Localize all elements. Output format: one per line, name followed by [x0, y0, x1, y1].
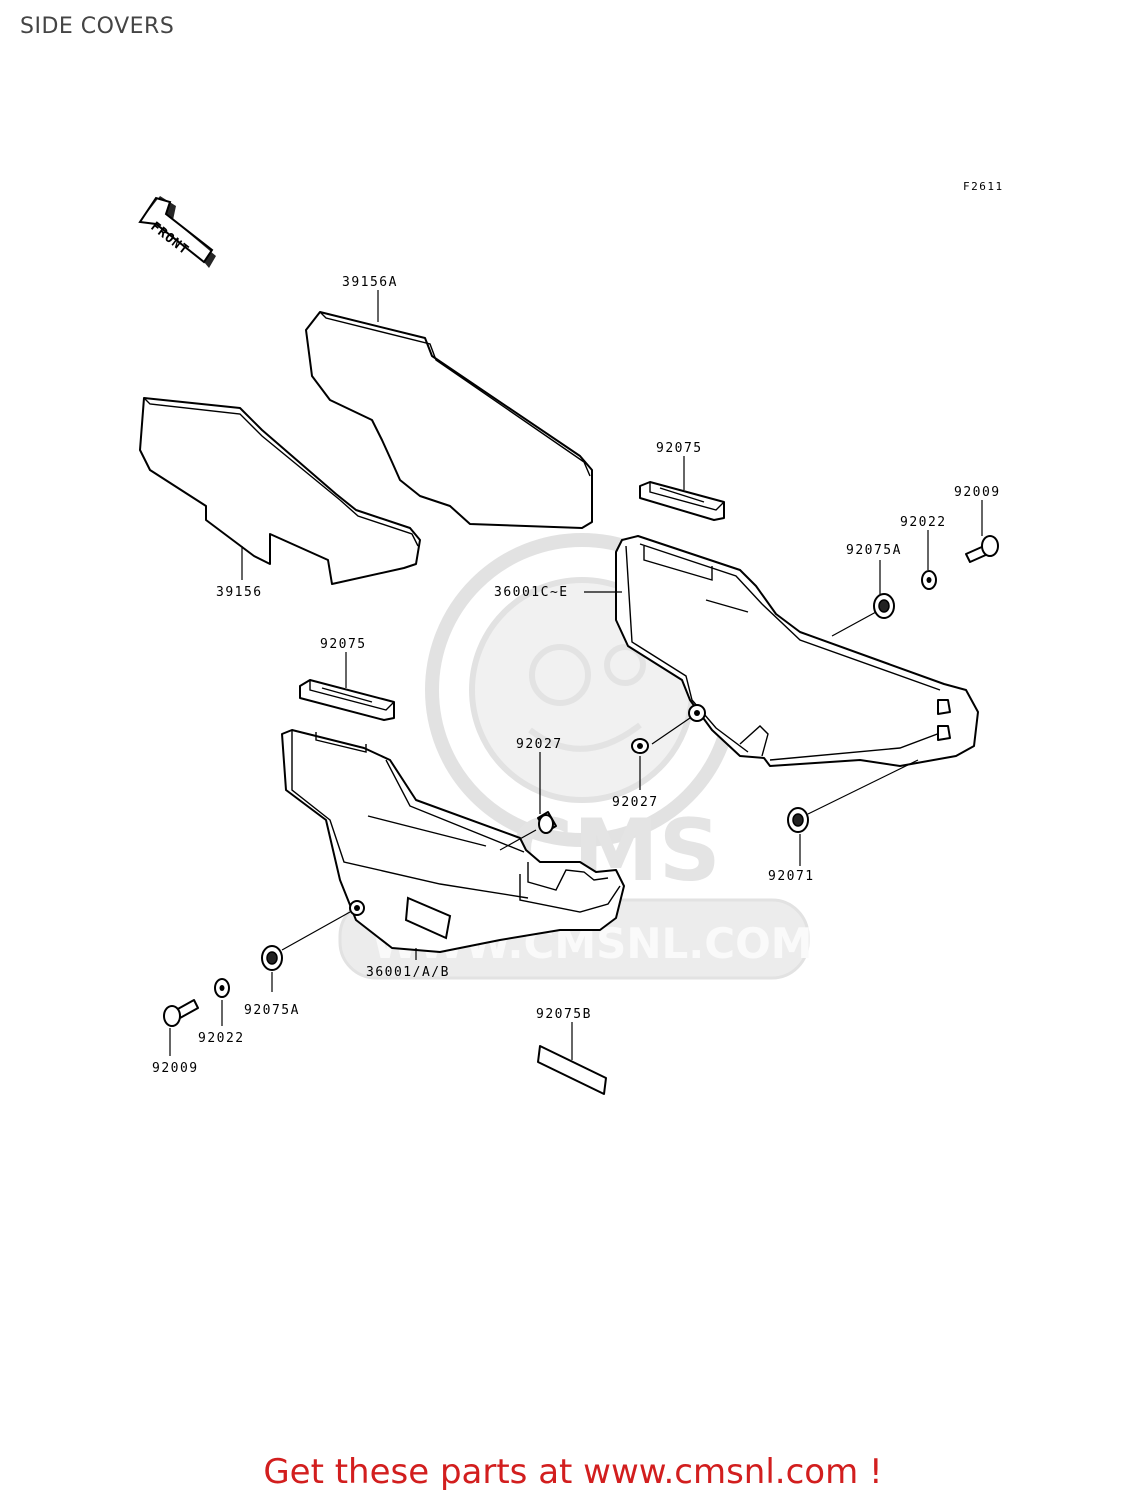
washer-92022-right — [921, 570, 937, 590]
pad-39156 — [139, 397, 421, 585]
page-title: SIDE COVERS — [20, 14, 175, 39]
parts-diagram: CMS WWW.CMSNL.COM F2611 FRONT — [138, 180, 1004, 1095]
label-92075a-left: 92075A — [244, 1003, 300, 1018]
label-92009-left: 92009 — [152, 1061, 199, 1076]
label-92071: 92071 — [768, 869, 815, 884]
label-92075-upper: 92075 — [656, 441, 703, 456]
figure-code: F2611 — [963, 180, 1004, 193]
callout-labels: 39156A 39156 92075 92075 36001C~E 92009 … — [152, 275, 1001, 1076]
side-cover-right — [615, 535, 979, 767]
label-92075-lower: 92075 — [320, 637, 367, 652]
grommet-92075a-right — [873, 593, 895, 619]
label-92027-center: 92027 — [516, 737, 563, 752]
label-92022-left: 92022 — [198, 1031, 245, 1046]
label-92075a-right: 92075A — [846, 543, 902, 558]
side-cover-left — [281, 729, 625, 953]
front-arrow: FRONT — [138, 196, 216, 268]
pad-92075b — [537, 1045, 607, 1095]
washer-92022-left — [214, 978, 230, 998]
pad-39156a — [305, 311, 593, 529]
label-39156a: 39156A — [342, 275, 398, 290]
grommet-92071 — [787, 807, 809, 833]
label-36001-a-b: 36001/A/B — [366, 965, 450, 980]
label-36001c-e: 36001C~E — [494, 585, 569, 600]
leader-lines — [169, 290, 983, 1060]
collar-92027-right — [631, 738, 649, 754]
bolt-92009-right — [965, 535, 999, 563]
label-92027-right: 92027 — [612, 795, 659, 810]
label-92075b: 92075B — [536, 1007, 592, 1022]
footer-promo-link[interactable]: Get these parts at www.cmsnl.com ! — [263, 1452, 883, 1492]
strip-92075-upper — [639, 481, 725, 521]
grommet-92075a-left — [261, 945, 283, 971]
label-39156: 39156 — [216, 585, 263, 600]
strip-92075-lower — [299, 679, 395, 721]
collar-92027-center — [537, 811, 557, 834]
label-92009-right: 92009 — [954, 485, 1001, 500]
label-92022-right: 92022 — [900, 515, 947, 530]
bolt-92009-left — [163, 999, 199, 1027]
